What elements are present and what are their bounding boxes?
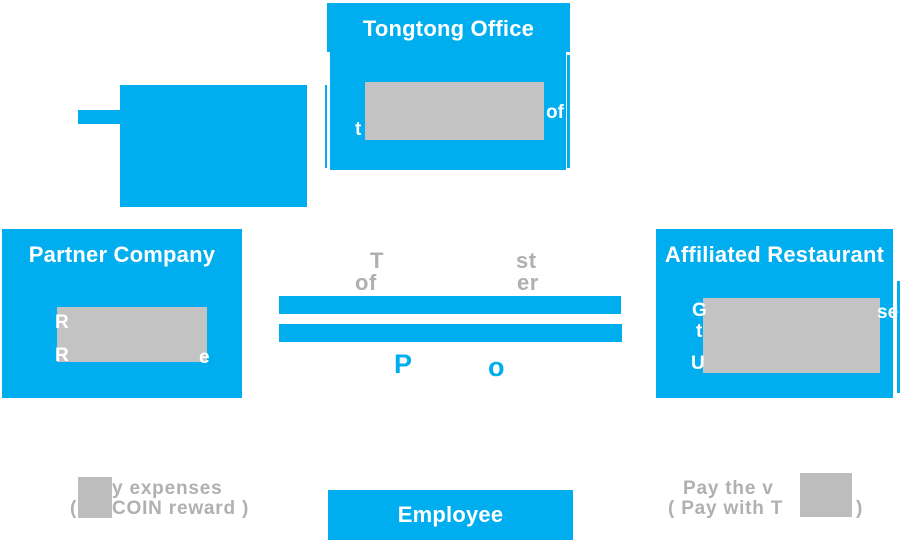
center-caption-line1-end: st — [516, 248, 537, 273]
expenses-open-paren: ( — [70, 498, 78, 519]
tongtong-redaction-mask — [365, 82, 544, 140]
partner-text-fragment-r1: R — [55, 312, 69, 333]
payment-close-paren: ) — [856, 498, 864, 519]
expenses-caption-line2: COIN reward ) — [112, 498, 250, 519]
tongtong-office-titlebar: Tongtong Office — [327, 3, 570, 52]
payment-caption-line2: ( Pay with T — [668, 498, 784, 519]
tongtong-right-edge-line — [567, 55, 570, 168]
tongtong-office-title: Tongtong Office — [362, 16, 535, 41]
payment-redaction-mask — [800, 473, 852, 517]
restaurant-text-fragment-se: se — [877, 302, 899, 323]
tongtong-left-edge-line — [325, 85, 327, 168]
blue-caption-end: o — [488, 352, 505, 382]
center-caption-line1-start: T — [370, 248, 384, 273]
restaurant-text-fragment-g: G — [692, 300, 707, 321]
employee-box: Employee — [328, 490, 573, 540]
restaurant-redaction-mask — [703, 298, 880, 373]
center-caption-line2-start: of — [355, 270, 377, 295]
employee-title: Employee — [397, 502, 504, 527]
partner-text-fragment-r2: R — [55, 345, 69, 366]
partner-redaction-mask — [57, 307, 207, 362]
restaurant-text-fragment-t: t — [696, 321, 703, 342]
partner-company-title: Partner Company — [28, 242, 216, 267]
connector-rect — [120, 85, 307, 207]
blue-caption-start: P — [394, 349, 413, 379]
center-caption-line2-end: er — [517, 270, 539, 295]
transfer-bar-top — [279, 296, 621, 314]
restaurant-right-edge-line — [897, 281, 900, 393]
expenses-caption-line1: y expenses — [112, 478, 223, 499]
expenses-redaction-mask — [78, 477, 112, 518]
connector-stub — [78, 110, 120, 124]
restaurant-text-fragment-u: U — [691, 353, 705, 374]
transfer-bar-bottom — [279, 324, 622, 342]
payment-caption-line1: Pay the v — [683, 478, 774, 499]
tongtong-text-fragment-t: t — [355, 119, 362, 140]
tongtong-text-fragment-of: of — [546, 102, 564, 123]
partner-text-fragment-e: e — [199, 347, 210, 368]
affiliated-restaurant-title: Affiliated Restaurant — [664, 242, 885, 267]
